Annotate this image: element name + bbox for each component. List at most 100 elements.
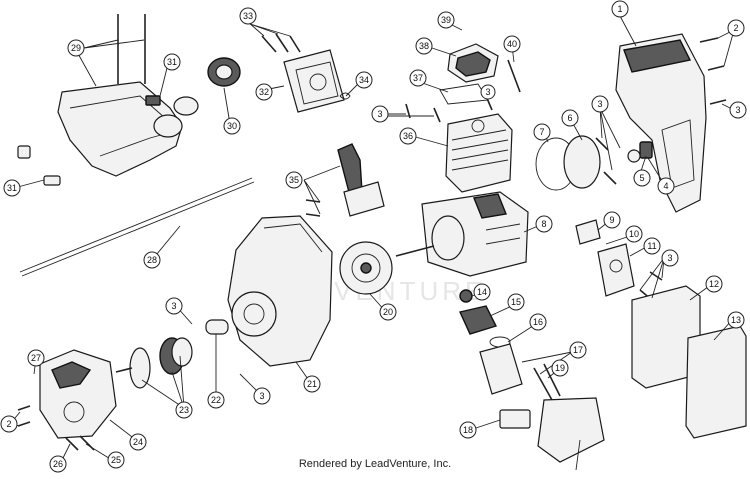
svg-text:1: 1	[617, 4, 622, 14]
svg-text:28: 28	[147, 255, 157, 265]
callout-4: 4	[657, 177, 675, 195]
carburetor-part	[575, 219, 663, 301]
svg-text:26: 26	[53, 459, 63, 469]
cover-plate-part	[685, 325, 747, 439]
callout-26: 26	[49, 455, 67, 473]
svg-text:39: 39	[441, 15, 451, 25]
svg-text:34: 34	[359, 75, 369, 85]
svg-text:31: 31	[167, 57, 177, 67]
callout-3: 3	[165, 297, 183, 315]
callout-31: 31	[3, 179, 21, 197]
svg-text:25: 25	[111, 455, 121, 465]
callout-2: 2	[0, 415, 18, 433]
svg-text:6: 6	[567, 113, 572, 123]
svg-text:18: 18	[463, 425, 473, 435]
callout-29: 29	[67, 39, 85, 57]
svg-text:10: 10	[629, 229, 639, 239]
svg-text:20: 20	[383, 307, 393, 317]
callout-25: 25	[107, 451, 125, 469]
callout-2: 2	[727, 19, 745, 37]
fuel-cap-part	[173, 57, 241, 116]
svg-text:3: 3	[597, 99, 602, 109]
spring-part	[639, 141, 653, 159]
callout-36: 36	[399, 127, 417, 145]
svg-text:19: 19	[555, 363, 565, 373]
svg-text:31: 31	[7, 183, 17, 193]
svg-text:2: 2	[733, 23, 738, 33]
svg-text:8: 8	[541, 219, 546, 229]
callout-19: 19	[551, 359, 569, 377]
callout-37: 37	[409, 69, 427, 87]
svg-text:33: 33	[243, 11, 253, 21]
svg-text:40: 40	[507, 39, 517, 49]
svg-text:7: 7	[539, 127, 544, 137]
fan-housing-part	[227, 215, 333, 367]
svg-text:21: 21	[307, 379, 317, 389]
svg-text:13: 13	[731, 315, 741, 325]
svg-text:36: 36	[403, 131, 413, 141]
callout-33: 33	[239, 7, 257, 25]
callout-20: 20	[379, 303, 397, 321]
flywheel-part	[339, 241, 393, 295]
washer-part	[627, 149, 641, 163]
svg-text:2: 2	[6, 419, 11, 429]
shaft-part	[205, 319, 229, 335]
callout-22: 22	[207, 391, 225, 409]
svg-text:3: 3	[171, 301, 176, 311]
svg-text:3: 3	[667, 253, 672, 263]
clip-part	[17, 145, 31, 159]
svg-text:32: 32	[259, 87, 269, 97]
svg-text:14: 14	[477, 287, 487, 297]
callout-3: 3	[591, 95, 609, 113]
callout-23: 23	[175, 401, 193, 419]
callout-30: 30	[223, 117, 241, 135]
air-filter-part	[261, 33, 351, 113]
svg-text:12: 12	[709, 279, 719, 289]
clip-part	[145, 95, 161, 106]
callout-18: 18	[459, 421, 477, 439]
callout-40: 40	[503, 35, 521, 53]
callout-5: 5	[633, 169, 651, 187]
svg-text:3: 3	[377, 109, 382, 119]
svg-text:24: 24	[133, 437, 143, 447]
svg-text:23: 23	[179, 405, 189, 415]
svg-text:38: 38	[419, 41, 429, 51]
svg-text:5: 5	[639, 173, 644, 183]
callout-14: 14	[473, 283, 491, 301]
svg-text:16: 16	[533, 317, 543, 327]
svg-text:4: 4	[663, 181, 668, 191]
callout-38: 38	[415, 37, 433, 55]
callout-8: 8	[535, 215, 553, 233]
callout-34: 34	[355, 71, 373, 89]
svg-text:35: 35	[289, 175, 299, 185]
callout-12: 12	[705, 275, 723, 293]
callout-3: 3	[253, 387, 271, 405]
svg-text:3: 3	[485, 87, 490, 97]
callout-28: 28	[143, 251, 161, 269]
clip-part	[43, 175, 61, 186]
callout-3: 3	[480, 84, 496, 100]
gasket-part	[563, 135, 601, 189]
svg-text:3: 3	[735, 105, 740, 115]
cylinder-part	[405, 43, 521, 193]
callout-3: 3	[661, 249, 679, 267]
svg-text:29: 29	[71, 43, 81, 53]
callout-39: 39	[437, 11, 455, 29]
callout-32: 32	[255, 83, 273, 101]
callout-16: 16	[529, 313, 547, 331]
throttle-cable-part	[19, 177, 253, 273]
crankcase-part	[395, 191, 529, 277]
callout-15: 15	[507, 293, 525, 311]
svg-text:17: 17	[573, 345, 583, 355]
callout-10: 10	[625, 225, 643, 243]
callout-35: 35	[285, 171, 303, 189]
callout-7: 7	[533, 123, 551, 141]
svg-text:3: 3	[259, 391, 264, 401]
callout-3: 3	[729, 101, 747, 119]
svg-text:22: 22	[211, 395, 221, 405]
callout-13: 13	[727, 311, 745, 329]
svg-text:11: 11	[647, 241, 656, 251]
callout-6: 6	[561, 109, 579, 127]
callout-17: 17	[569, 341, 587, 359]
